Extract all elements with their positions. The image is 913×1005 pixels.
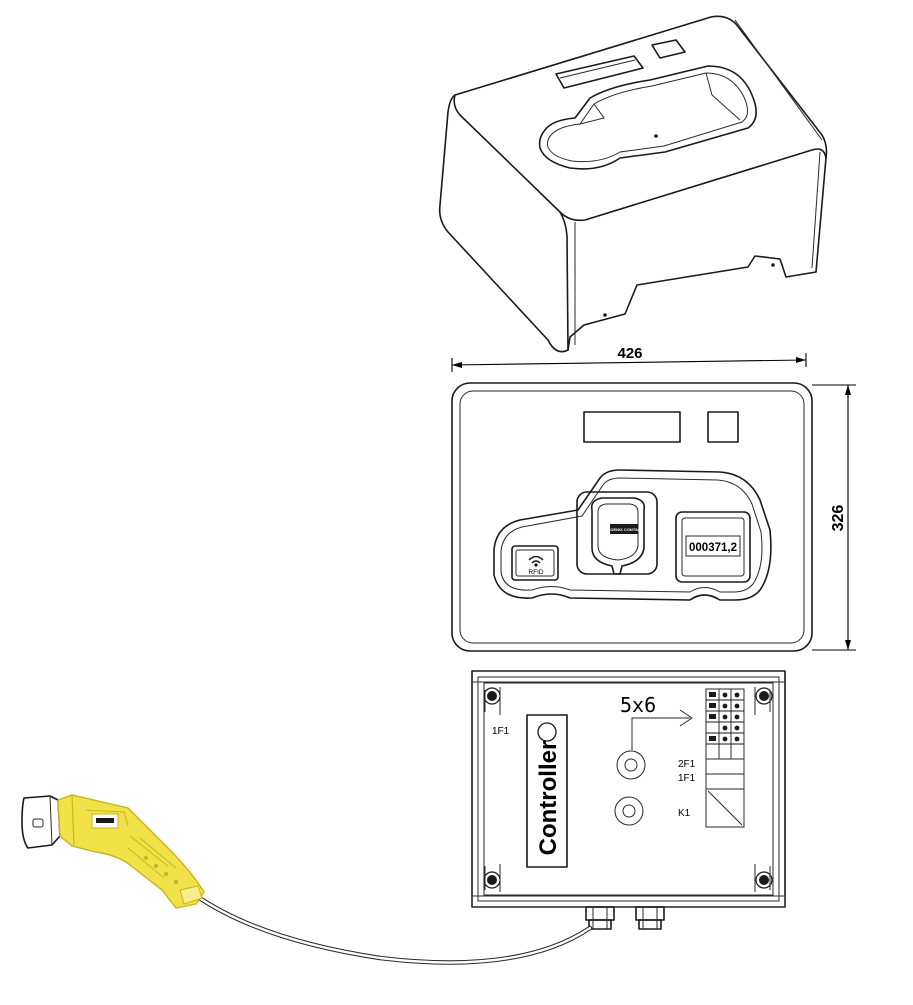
front-panel-outer: [451, 382, 813, 652]
housing-small-window: [651, 39, 686, 59]
housing-display-window: [555, 55, 644, 89]
socket-brand-label: PHOENIX CONTACT: [605, 527, 644, 532]
breakers: [705, 758, 745, 790]
controller-label: Controller: [535, 741, 562, 856]
energy-meter: 000371,2: [675, 511, 751, 583]
width-dimension: 426: [451, 345, 807, 372]
front-panel-inner: [459, 390, 805, 644]
controller-led: [537, 722, 557, 742]
rfid-icon: [528, 555, 544, 567]
contactor-k1: [705, 788, 745, 828]
meter-reading: 000371,2: [689, 542, 737, 554]
panel-car-recess: [493, 469, 772, 601]
knockouts: [614, 750, 646, 826]
charging-socket: PHOENIX CONTACT: [576, 491, 658, 575]
label-2f1: 2F1: [678, 759, 696, 770]
housing-car-opening: [538, 65, 757, 170]
isometric-housing: [438, 15, 828, 353]
label-1f1-left: 1F1: [492, 726, 510, 737]
width-dimension-label: 426: [617, 345, 642, 362]
height-dimension: 326: [812, 384, 856, 651]
panel-small-window: [707, 411, 739, 443]
label-1f1-right: 1F1: [678, 773, 696, 784]
front-panel: RFID PHOENIX CONTACT 000371,2: [451, 382, 813, 652]
charging-plug: [21, 794, 205, 909]
cable-glands: [585, 906, 665, 930]
height-dimension-label: 326: [830, 505, 847, 532]
housing-top-front-edge: [453, 94, 827, 222]
rfid-label: RFID: [528, 569, 543, 576]
label-k1: K1: [678, 808, 691, 819]
socket-brand-plate: [610, 524, 638, 534]
charging-cable: [192, 892, 593, 965]
handwritten-annotation: 5x6: [620, 693, 693, 750]
housing-front-edge: [559, 211, 569, 351]
open-enclosure: Controller 1F1 2F1 1F1 K1 5x6: [471, 670, 786, 930]
terminal-block: [705, 688, 745, 760]
controller-module: Controller: [526, 714, 568, 868]
rfid-reader: RFID: [511, 545, 559, 581]
panel-display-window: [583, 411, 681, 443]
handwritten-note: 5x6: [620, 693, 656, 717]
